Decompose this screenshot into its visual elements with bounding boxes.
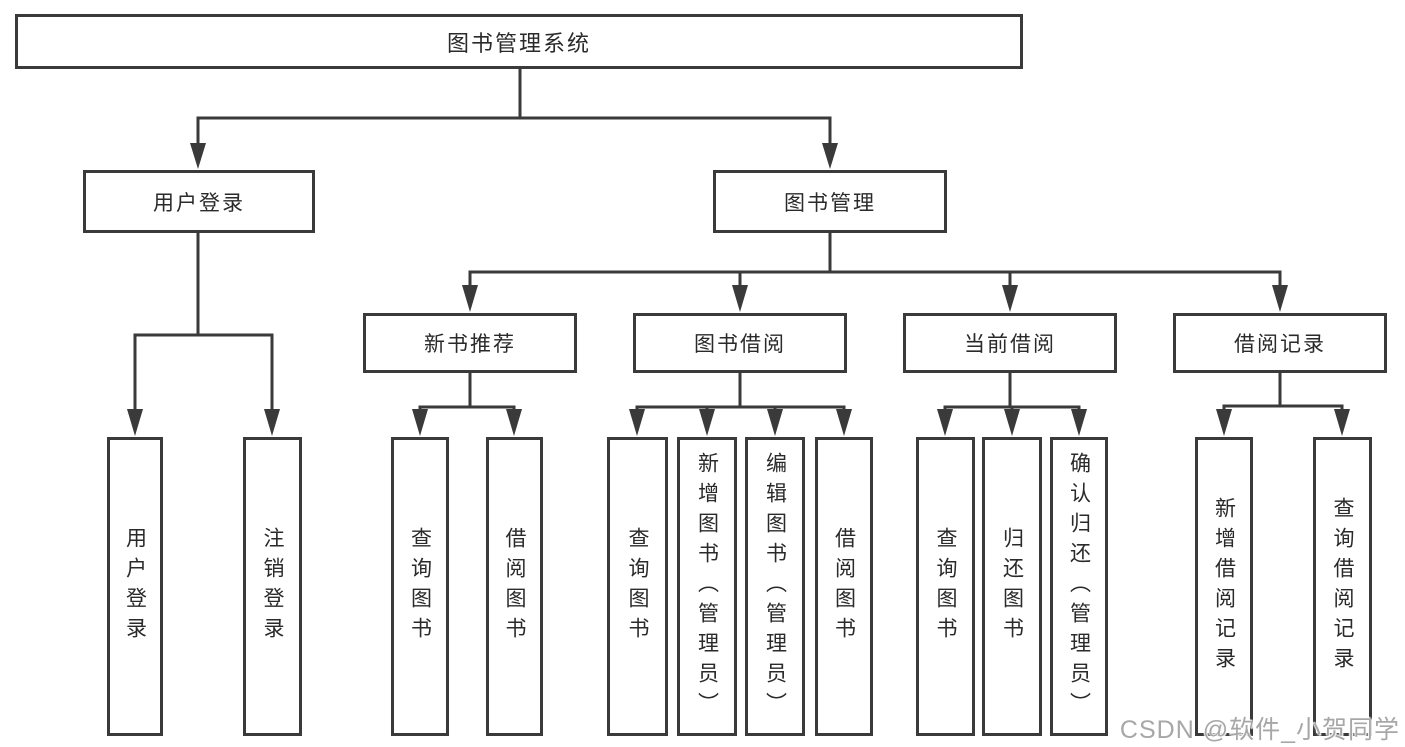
- leaf-logout: 注销登录: [243, 437, 302, 736]
- leaf-label: 借阅图书: [503, 526, 526, 647]
- connector-records-split: [1222, 404, 1344, 410]
- arrowhead: [732, 285, 748, 312]
- node-new-book-recommend: 新书推荐: [363, 313, 577, 373]
- arrowhead: [1002, 285, 1018, 312]
- arrowhead: [412, 409, 428, 436]
- node-borrow-records: 借阅记录: [1173, 313, 1387, 373]
- leaf-add-borrow-record: 新增借阅记录: [1195, 437, 1253, 736]
- arrowhead: [1334, 409, 1350, 436]
- connector-borrow-split: [635, 405, 846, 410]
- arrowhead: [1216, 409, 1232, 436]
- leaf-borrow-books-2: 借阅图书: [815, 437, 873, 736]
- leaf-query-borrow-record: 查询借阅记录: [1313, 437, 1372, 736]
- arrowhead: [462, 285, 478, 312]
- node-user-login: 用户登录: [83, 170, 315, 233]
- leaf-label: 用户登录: [123, 526, 147, 647]
- connector-root-split: [196, 116, 832, 144]
- leaf-label: 注销登录: [261, 526, 284, 647]
- connector-bookmgmt-split: [468, 270, 1282, 287]
- leaf-query-books-1: 查询图书: [391, 437, 449, 736]
- leaf-label: 查询借阅记录: [1331, 496, 1354, 677]
- node-book-management: 图书管理: [713, 170, 947, 233]
- arrowhead: [264, 409, 280, 436]
- leaf-edit-book-admin: 编辑图书（管理员）: [745, 437, 805, 736]
- node-current-borrow: 当前借阅: [903, 313, 1117, 373]
- arrowhead: [836, 409, 852, 436]
- arrowhead: [822, 143, 838, 169]
- leaf-borrow-books-1: 借阅图书: [486, 437, 543, 736]
- connector-newbook-split: [418, 405, 516, 410]
- connector-lines: [133, 69, 1344, 410]
- arrowhead: [190, 143, 206, 169]
- node-book-management-system: 图书管理系统: [15, 14, 1023, 69]
- leaf-label: 确认归还（管理员）: [1067, 451, 1091, 722]
- arrowhead: [1004, 409, 1020, 436]
- leaf-return-book: 归还图书: [982, 437, 1042, 736]
- leaf-query-books-3: 查询图书: [916, 437, 975, 736]
- arrowhead: [937, 409, 953, 436]
- leaf-query-books-2: 查询图书: [607, 437, 668, 736]
- arrowhead: [1071, 409, 1087, 436]
- leaf-label: 查询图书: [934, 526, 957, 647]
- node-book-borrow: 图书借阅: [633, 313, 847, 373]
- arrowhead: [629, 409, 645, 436]
- arrowhead: [767, 409, 783, 436]
- arrowhead: [699, 409, 715, 436]
- leaf-label: 新增图书（管理员）: [695, 451, 719, 722]
- watermark: CSDN @软件_小贺同学: [1119, 716, 1400, 744]
- leaf-label: 借阅图书: [832, 526, 856, 647]
- leaf-user-login: 用户登录: [107, 437, 163, 736]
- leaf-confirm-return-admin: 确认归还（管理员）: [1050, 437, 1108, 736]
- leaf-label: 新增借阅记录: [1212, 496, 1236, 677]
- arrowhead: [506, 409, 522, 436]
- arrowhead: [127, 409, 143, 436]
- arrowheads: [127, 143, 1350, 436]
- leaf-label: 编辑图书（管理员）: [763, 451, 787, 722]
- leaf-label: 查询图书: [408, 526, 432, 647]
- leaf-label: 归还图书: [1000, 526, 1024, 647]
- leaf-label: 查询图书: [626, 526, 649, 647]
- leaf-add-book-admin: 新增图书（管理员）: [677, 437, 737, 736]
- arrowhead: [1272, 285, 1288, 312]
- connector-userlogin-split: [133, 333, 274, 410]
